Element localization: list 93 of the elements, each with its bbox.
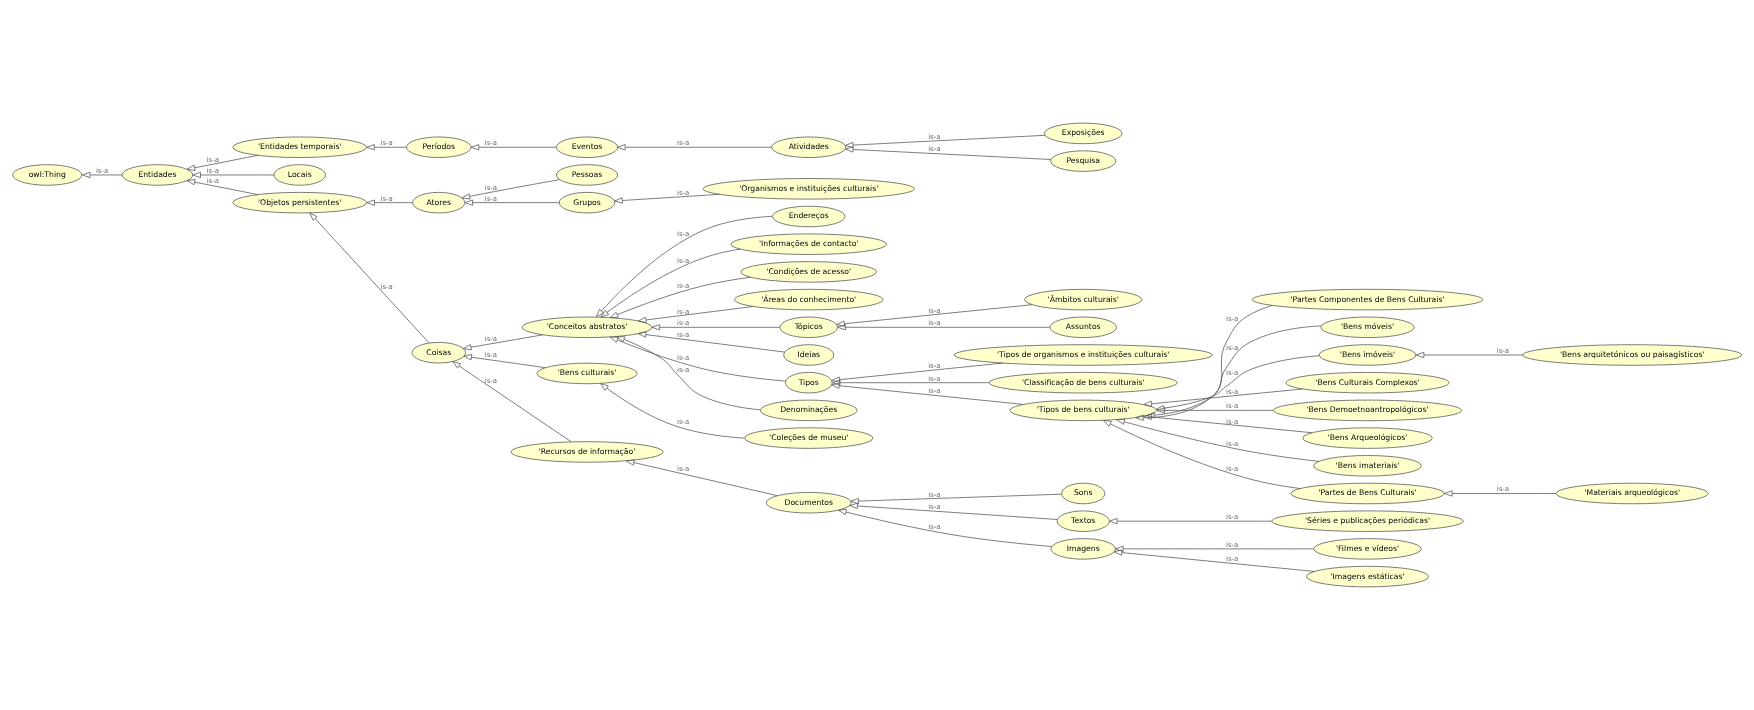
arrow xyxy=(838,509,1053,547)
node-ellipse: 'Objetos persistentes' xyxy=(232,192,367,214)
node-ellipse: 'Partes de Bens Culturais' xyxy=(1290,482,1445,505)
arrow xyxy=(1156,407,1274,414)
arrow xyxy=(1102,420,1301,489)
node-ellipse: Grupos xyxy=(558,192,616,214)
arrow xyxy=(614,193,721,204)
arrow xyxy=(1415,351,1523,359)
arrow xyxy=(82,171,123,179)
node-ellipse: Locais xyxy=(273,164,326,186)
arrow xyxy=(637,331,785,353)
arrow xyxy=(617,144,772,151)
arrow xyxy=(1135,305,1273,421)
arrow xyxy=(1109,518,1272,525)
node-ellipse: Tópicos xyxy=(779,316,838,338)
node-ellipse: 'Bens culturais' xyxy=(536,362,638,385)
node-ellipse: Imagens xyxy=(1050,538,1116,560)
node-ellipse: Endereços xyxy=(772,205,846,228)
arrow xyxy=(831,362,1004,383)
node-ellipse: 'Coleções de museu' xyxy=(744,427,874,449)
node-ellipse: 'Bens imóveis' xyxy=(1318,344,1417,366)
node-ellipse: 'Recursos de informação' xyxy=(510,441,664,463)
arrow xyxy=(844,146,1052,160)
node-ellipse: Textos xyxy=(1056,510,1110,532)
arrow xyxy=(1116,418,1320,462)
arrow xyxy=(831,382,1024,405)
node-ellipse: Pesquisa xyxy=(1050,150,1117,172)
node-ellipse: Eventos xyxy=(556,136,618,158)
arrow xyxy=(1115,545,1314,552)
arrow xyxy=(1146,325,1322,419)
arrow xyxy=(837,324,1051,331)
node-ellipse: 'Âmbitos culturais' xyxy=(1024,288,1143,311)
arrow xyxy=(600,383,745,439)
node-ellipse: Exposições xyxy=(1044,122,1123,145)
arrow xyxy=(637,306,754,324)
arrow xyxy=(186,179,259,195)
arrow xyxy=(1143,413,1313,434)
arrow xyxy=(844,134,1046,149)
arrow xyxy=(831,379,990,386)
node-ellipse: 'Materiais arqueológicos' xyxy=(1555,482,1709,505)
arrow xyxy=(1143,388,1303,407)
arrow xyxy=(836,304,1033,327)
node-ellipse: Denominações xyxy=(760,399,858,422)
node-ellipse: 'Bens imateriais' xyxy=(1313,455,1422,477)
arrow xyxy=(850,493,1062,505)
node-ellipse: Coisas xyxy=(411,342,466,364)
node-ellipse: Assuntos xyxy=(1049,316,1117,338)
arrow xyxy=(366,144,407,151)
arrow xyxy=(452,361,572,443)
arrow xyxy=(596,215,773,318)
node-ellipse: 'Organismos e instituições culturais' xyxy=(702,178,915,200)
arrow xyxy=(1113,549,1315,572)
node-ellipse: Tipos xyxy=(785,372,833,394)
node-ellipse: 'Bens arquitetónicos ou paisagísticos' xyxy=(1522,344,1743,366)
node-ellipse: 'Partes Componentes de Bens Culturais' xyxy=(1251,288,1484,311)
arrow xyxy=(651,324,781,331)
arrow xyxy=(461,179,561,200)
arrow xyxy=(192,171,275,179)
node-ellipse: 'Classificação de bens culturais' xyxy=(988,372,1178,394)
arrow xyxy=(464,199,560,206)
arrow xyxy=(366,199,413,206)
arrow xyxy=(463,334,543,351)
node-ellipse: Períodos xyxy=(406,136,472,158)
arrow xyxy=(609,276,751,319)
arrow xyxy=(1444,490,1557,497)
node-ellipse: 'Séries e publicações periódicas' xyxy=(1271,510,1464,532)
node-ellipse: 'Bens Arqueológicos' xyxy=(1302,427,1433,449)
node-ellipse: Pessoas xyxy=(556,164,618,186)
node-ellipse: Ideias xyxy=(783,344,835,366)
node-ellipse: 'Informações de contacto' xyxy=(730,233,887,255)
node-ellipse: 'Bens móveis' xyxy=(1320,316,1415,338)
arrow xyxy=(849,502,1058,520)
node-ellipse: Atores xyxy=(412,192,466,214)
arrow xyxy=(463,354,546,369)
node-ellipse: owl:Thing xyxy=(12,164,83,186)
arrow xyxy=(600,248,741,318)
node-ellipse: 'Filmes e vídeos' xyxy=(1313,538,1422,560)
arrow xyxy=(470,144,557,151)
node-ellipse: 'Imagens estáticas' xyxy=(1306,565,1429,588)
arrow xyxy=(609,336,786,382)
node-ellipse: 'Entidades temporais' xyxy=(232,136,367,158)
node-ellipse: Atividades xyxy=(771,136,847,158)
node-ellipse: Sons xyxy=(1061,482,1106,505)
arrow xyxy=(625,459,778,497)
node-ellipse: 'Áreas do conhecimento' xyxy=(733,288,884,311)
node-ellipse: 'Bens Culturais Complexos' xyxy=(1285,372,1450,394)
arrow xyxy=(309,212,430,344)
arrow xyxy=(616,336,761,411)
node-ellipse: 'Condições de acesso' xyxy=(740,261,878,283)
node-ellipse: 'Bens Demoetnoantropológicos' xyxy=(1273,399,1462,422)
arrow xyxy=(186,154,259,171)
node-ellipse: 'Tipos de organismos e instituições culturais' xyxy=(953,344,1213,366)
arrow xyxy=(1156,355,1320,412)
